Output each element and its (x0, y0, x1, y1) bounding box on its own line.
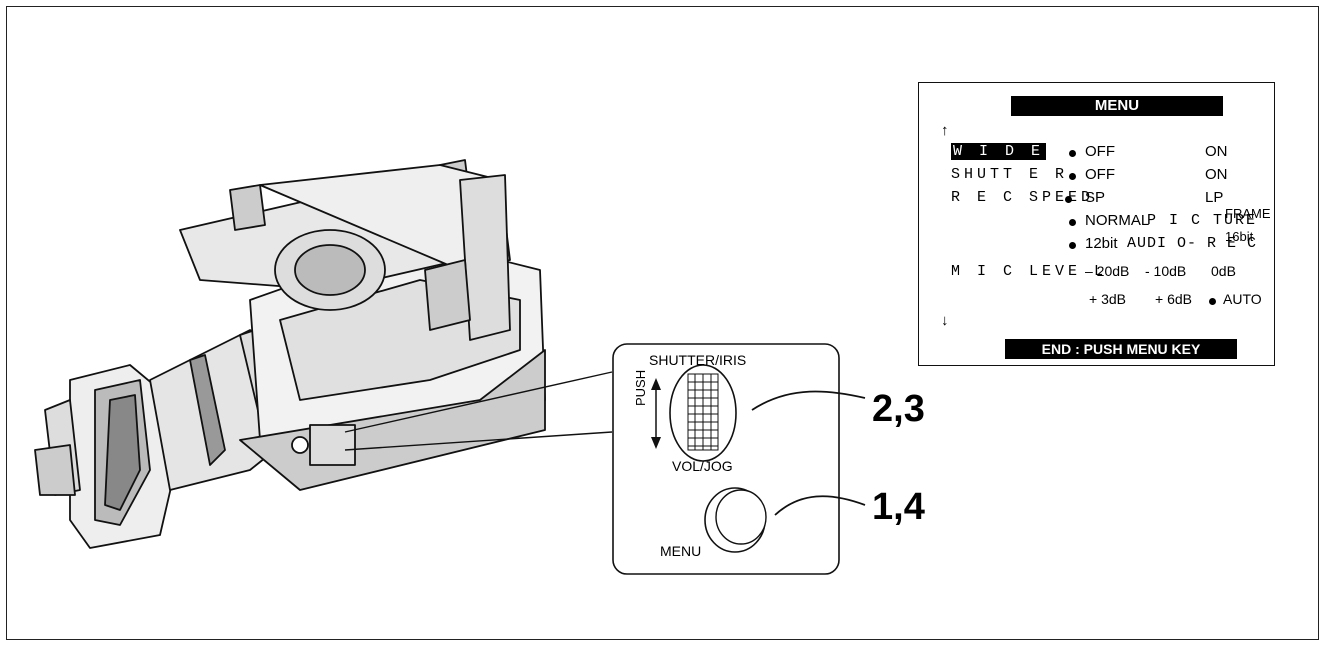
shutter-iris-label: SHUTTER/IRIS (649, 352, 747, 368)
callout-menu-steps: 1,4 (872, 486, 925, 528)
menu-row-mic-level-2: + 3dB + 6dB AUTO (919, 291, 1274, 313)
menu-option: AUTO (1223, 291, 1262, 307)
push-arrow-icon (651, 378, 661, 449)
menu-row-label: W I D E (951, 143, 1047, 160)
menu-option: 12bit (1085, 235, 1118, 252)
jog-dial-icon (687, 373, 719, 451)
menu-option: OFF (1085, 166, 1115, 183)
menu-option: SP (1085, 189, 1106, 206)
selected-dot-icon (1069, 173, 1076, 180)
menu-option: - 10dB (1145, 263, 1187, 279)
selected-dot-icon (1209, 298, 1216, 305)
menu-row-label: SHUTT E R (951, 166, 1069, 183)
menu-option: + 6dB (1155, 291, 1192, 307)
menu-title: MENU (1011, 96, 1223, 116)
menu-option: 0dB (1211, 263, 1236, 279)
menu-row-picture: NORMAL P I C TURE FRAME (919, 206, 1274, 234)
menu-row-shutter: SHUTT E R OFF ON (919, 166, 1274, 188)
menu-option: ON (1205, 166, 1228, 183)
menu-option: 16bit (1225, 229, 1254, 244)
menu-row-label: M I C LEVE L (951, 263, 1108, 280)
menu-row-audio-rec: 12bit AUDI O- R E C 16bit (919, 229, 1274, 257)
menu-row-label: P I C TURE (1147, 212, 1258, 229)
menu-option: FRAME (1225, 206, 1271, 221)
down-arrow-icon: ↓ (941, 312, 949, 329)
vol-jog-label: VOL/JOG (672, 458, 733, 474)
selected-dot-icon (1069, 242, 1076, 249)
figure-frame (6, 6, 1319, 640)
menu-option: ON (1205, 143, 1228, 160)
menu-row-rec-speed: R E C SPEED SP LP (919, 189, 1274, 211)
menu-row-mic-level: M I C LEVE L – 20dB - 10dB 0dB (919, 263, 1274, 285)
selected-dot-icon (1069, 219, 1076, 226)
menu-button-label: MENU (660, 543, 702, 559)
menu-option: – 20dB (1085, 263, 1130, 279)
menu-option: + 3dB (1089, 291, 1126, 307)
control-panel-detail (612, 343, 866, 575)
menu-row-wide: W I D E OFF ON (919, 143, 1274, 165)
menu-screen: MENU ↑ ↓ W I D E OFF ON SHUTT E R OFF ON… (918, 82, 1275, 366)
callout-dial-steps: 2,3 (872, 388, 925, 430)
menu-row-label: R E C SPEED (951, 189, 1095, 206)
menu-footer: END : PUSH MENU KEY (1005, 339, 1237, 359)
menu-option: LP (1205, 189, 1224, 206)
menu-option: NORMAL (1085, 212, 1150, 229)
menu-row-label: AUDI O- R E C (1127, 235, 1258, 252)
up-arrow-icon: ↑ (941, 122, 949, 139)
selected-dot-icon (1069, 150, 1076, 157)
push-label: PUSH (633, 369, 648, 406)
menu-option: OFF (1085, 143, 1115, 160)
selected-dot-icon (1065, 196, 1072, 203)
